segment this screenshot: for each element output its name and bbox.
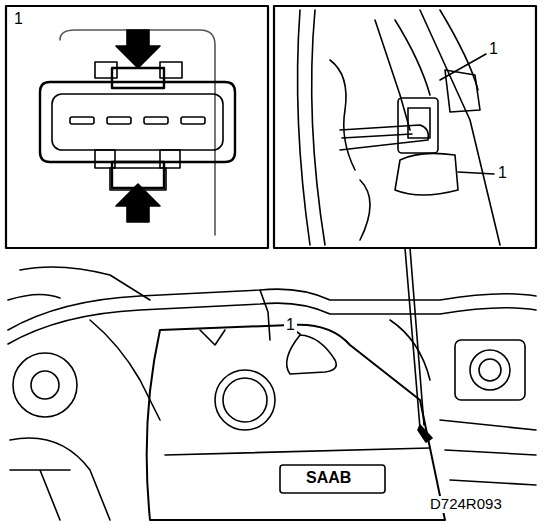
callout-number: 1 xyxy=(487,40,500,58)
logo-text: SAAB xyxy=(304,469,353,487)
connector-plug xyxy=(40,30,235,235)
callout-number: 1 xyxy=(12,10,25,28)
inset-frame xyxy=(6,6,268,248)
inset-frame xyxy=(274,6,536,248)
press-arrow xyxy=(116,30,160,68)
callout-number: 1 xyxy=(496,164,509,182)
connector-location-detail xyxy=(298,10,500,245)
callout-number: 1 xyxy=(284,316,297,334)
engine-bay xyxy=(8,248,536,520)
press-arrow xyxy=(116,184,160,222)
drawing-number: D724R093 xyxy=(428,496,504,513)
